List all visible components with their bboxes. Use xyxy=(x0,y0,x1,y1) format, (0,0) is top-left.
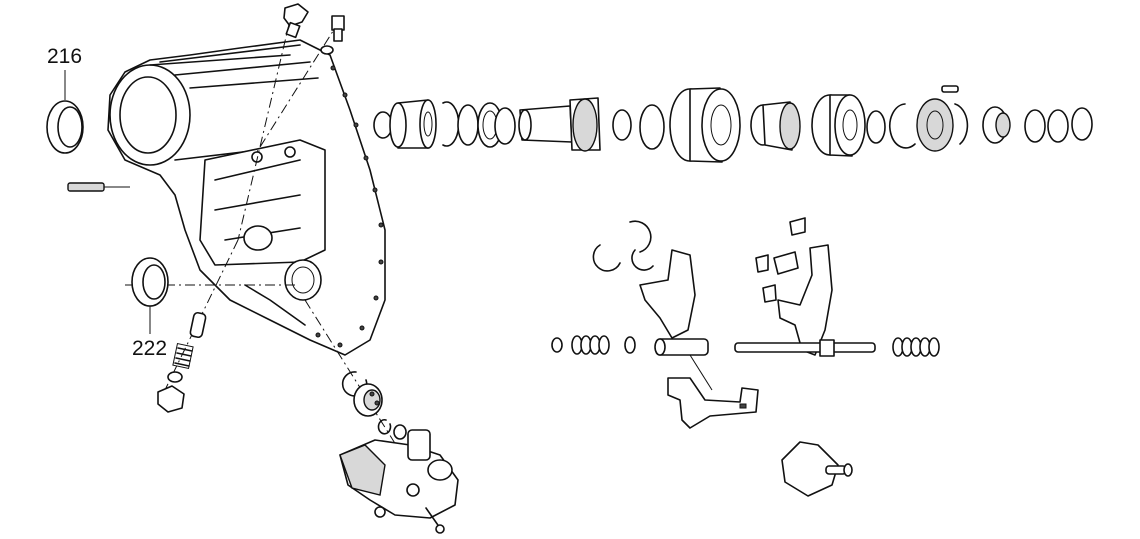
synchro-hub-large xyxy=(669,87,741,163)
small-o-rings xyxy=(377,418,407,440)
spacer-ring-2 xyxy=(866,110,886,144)
fork-pads xyxy=(755,217,806,303)
shift-fork-left xyxy=(639,249,696,339)
seal-ring-222 xyxy=(131,257,169,307)
input-shaft-gear xyxy=(518,97,601,152)
shift-actuator-motor xyxy=(339,429,459,519)
roller-bearing xyxy=(389,99,437,149)
shift-fork-right xyxy=(777,244,833,356)
grease-nipple-fitting xyxy=(320,15,345,55)
retaining-ring xyxy=(442,101,460,147)
shim-2 xyxy=(1047,109,1069,143)
thrust-ring xyxy=(639,104,665,150)
threaded-stud xyxy=(67,182,105,192)
fork-bracket-plate xyxy=(667,377,759,429)
detent-plunger xyxy=(189,311,207,339)
breather-elbow-fitting xyxy=(283,3,309,39)
selector-sensor xyxy=(781,441,853,497)
sliding-sleeve xyxy=(811,94,866,157)
shim-3 xyxy=(1071,107,1093,141)
coupler-disc xyxy=(353,383,383,417)
actuator-bolt xyxy=(425,507,445,534)
callout-216: 216 xyxy=(47,45,83,68)
flange-bolt-holes xyxy=(315,65,384,348)
splined-gear-small xyxy=(750,101,801,151)
plug-washer xyxy=(167,371,183,383)
shim-1 xyxy=(1024,109,1046,143)
detent-spring xyxy=(172,342,194,370)
shaft-components-row xyxy=(373,85,1093,163)
spacer-ring xyxy=(457,104,479,146)
needle-bearing xyxy=(612,109,632,141)
spacer-washer xyxy=(494,107,516,145)
rail-springs-and-washers xyxy=(551,335,940,357)
seal-ring-216 xyxy=(46,100,84,154)
tapered-bearing xyxy=(982,106,1011,144)
hex-plug xyxy=(157,385,185,413)
retaining-clips xyxy=(592,220,654,272)
clutch-ring-gear xyxy=(889,85,969,152)
callout-222: 222 xyxy=(132,337,168,360)
shift-rail xyxy=(654,338,876,357)
transfer-case-housing xyxy=(107,39,386,356)
